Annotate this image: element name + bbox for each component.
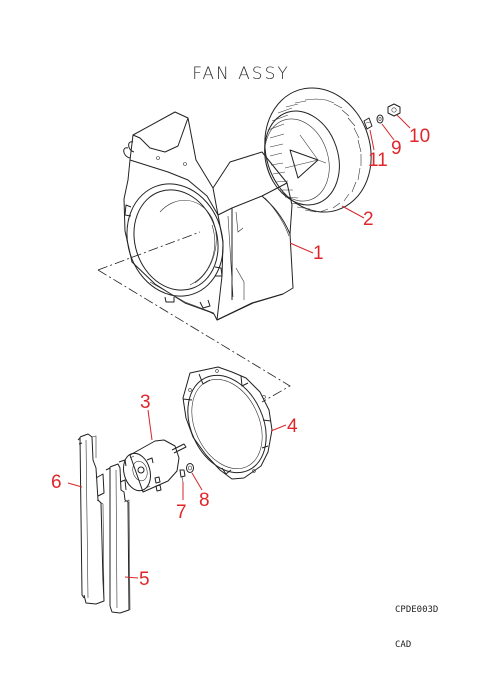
- callout-5: 5: [139, 569, 150, 590]
- leader-11: [369, 129, 375, 151]
- callout-11: 11: [368, 150, 388, 171]
- callout-1: 1: [313, 243, 324, 264]
- callout-6: 6: [51, 472, 62, 493]
- leader-6: [67, 482, 83, 488]
- wheel-washer-9: [376, 114, 384, 124]
- support-rail-5: [105, 463, 131, 614]
- drawing-code: CPDE003D: [395, 605, 438, 615]
- leader-8: [191, 472, 203, 491]
- leader-4: [270, 424, 287, 432]
- leader-9: [381, 123, 395, 141]
- support-rail-6: [77, 433, 105, 605]
- diagram-title: FAN ASSY: [192, 64, 290, 84]
- callout-2: 2: [363, 209, 374, 230]
- leader-10: [396, 114, 411, 129]
- callout-10: 10: [409, 126, 430, 147]
- leader-5: [124, 576, 139, 579]
- fan-housing: [123, 111, 294, 321]
- fan-motor: [118, 439, 187, 493]
- motor-screw-7: [179, 469, 186, 483]
- wheel-nut-10: [387, 103, 401, 117]
- leader-3: [147, 409, 153, 441]
- motor-mount-ring: [182, 366, 273, 480]
- leader-1: [289, 242, 314, 254]
- callout-8: 8: [199, 490, 210, 511]
- leader-2: [341, 205, 365, 219]
- callout-7: 7: [176, 502, 187, 523]
- blower-wheel: [264, 87, 372, 213]
- callout-9: 9: [391, 138, 402, 159]
- footer-label: CAD: [395, 640, 411, 650]
- centerline-housing: [97, 231, 201, 271]
- callout-4: 4: [287, 416, 298, 437]
- wheel-washer-11: [363, 117, 373, 130]
- centerline-assembly: [97, 269, 291, 403]
- motor-washer-8: [186, 463, 194, 473]
- callout-3: 3: [140, 392, 151, 413]
